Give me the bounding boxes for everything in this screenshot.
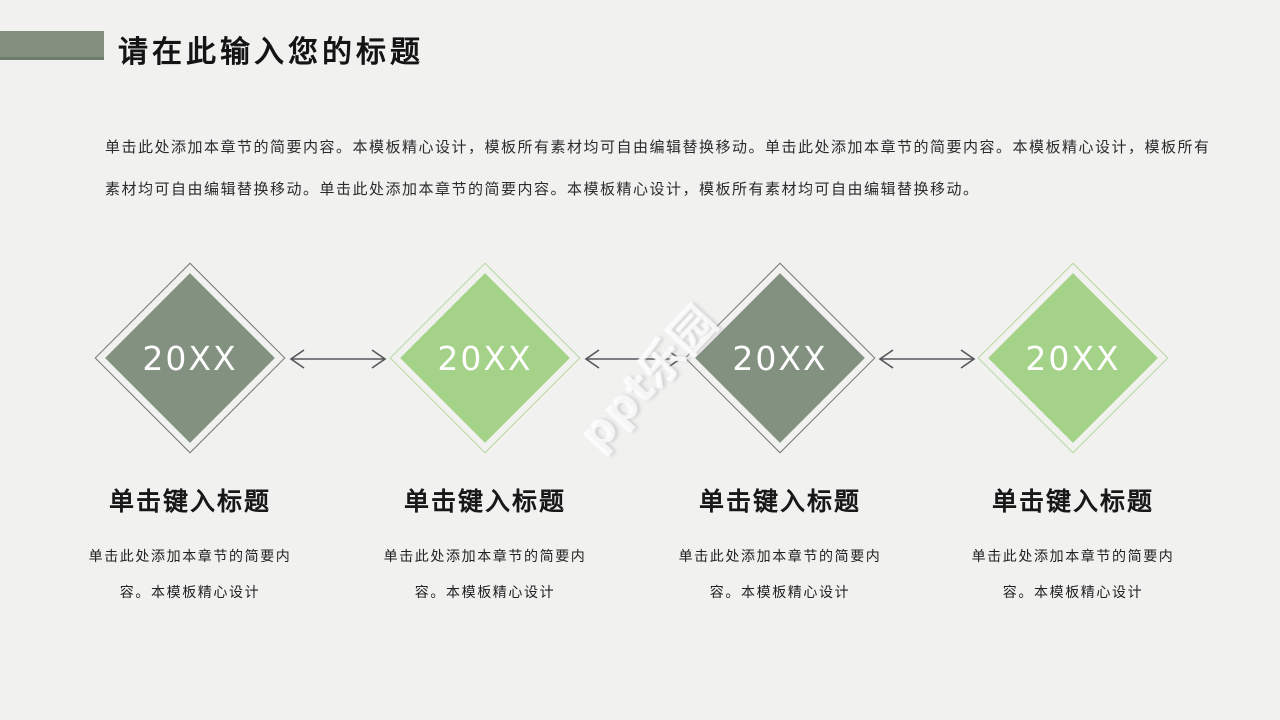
year-label: 20XX [437, 338, 533, 378]
milestone-desc: 单击此处添加本章节的简要内容。本模板精心设计 [678, 550, 882, 601]
milestone-title: 单击键入标题 [108, 489, 271, 516]
milestone-column-4: 单击键入标题 单击此处添加本章节的简要内容。本模板精心设计 [943, 482, 1203, 612]
milestone-diamond-1: 20XX [94, 262, 286, 454]
milestone-title: 单击键入标题 [991, 489, 1154, 516]
title-accent-bar [0, 31, 104, 60]
milestone-desc: 单击此处添加本章节的简要内容。本模板精心设计 [971, 550, 1175, 601]
milestone-diamond-2: 20XX [389, 262, 581, 454]
year-label: 20XX [1025, 338, 1121, 378]
milestone-desc: 单击此处添加本章节的简要内容。本模板精心设计 [383, 550, 587, 601]
milestone-desc: 单击此处添加本章节的简要内容。本模板精心设计 [88, 550, 292, 601]
milestone-diamond-4: 20XX [977, 262, 1169, 454]
year-label: 20XX [732, 338, 828, 378]
milestone-title: 单击键入标题 [403, 489, 566, 516]
double-arrow-icon [288, 346, 388, 372]
milestone-column-3: 单击键入标题 单击此处添加本章节的简要内容。本模板精心设计 [650, 482, 910, 612]
slide-title: 请在此输入您的标题 [118, 36, 424, 69]
milestone-column-1: 单击键入标题 单击此处添加本章节的简要内容。本模板精心设计 [60, 482, 320, 612]
double-arrow-icon [583, 346, 683, 372]
year-label: 20XX [142, 338, 238, 378]
intro-paragraph: 单击此处添加本章节的简要内容。本模板精心设计，模板所有素材均可自由编辑替换移动。… [105, 140, 1211, 198]
milestone-column-2: 单击键入标题 单击此处添加本章节的简要内容。本模板精心设计 [355, 482, 615, 612]
milestone-diamond-3: 20XX [684, 262, 876, 454]
milestone-title: 单击键入标题 [698, 489, 861, 516]
double-arrow-icon [877, 346, 977, 372]
